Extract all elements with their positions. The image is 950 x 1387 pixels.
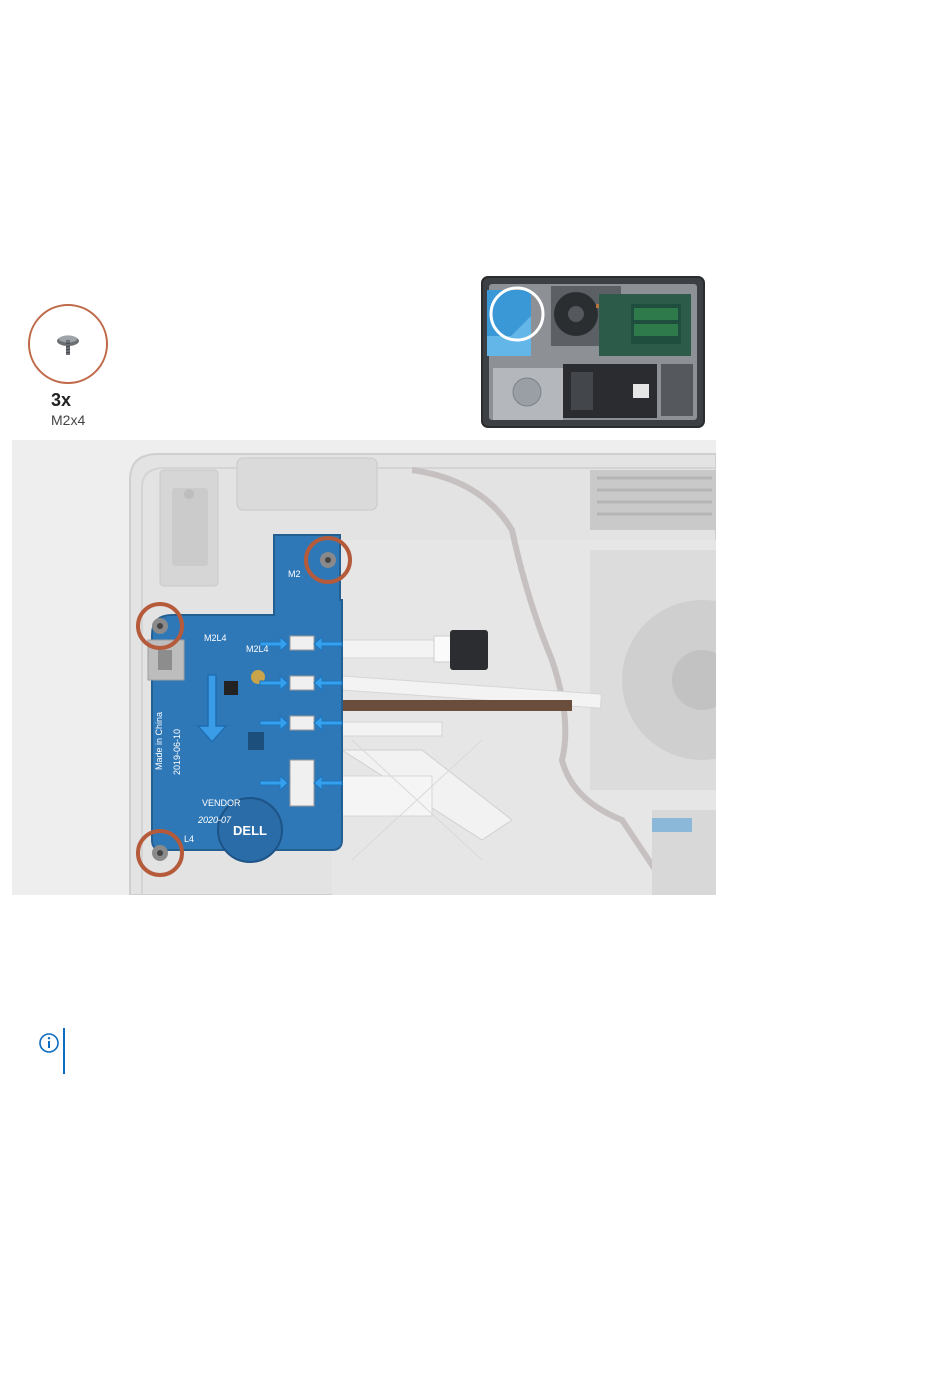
board-label: M2L4 bbox=[246, 644, 269, 654]
board-label: M2L4 bbox=[204, 633, 227, 643]
screw-callout: 3x M2x4 bbox=[26, 302, 146, 437]
screw-type: M2x4 bbox=[51, 412, 85, 428]
screw-icon bbox=[30, 306, 106, 382]
screw-callout-ring bbox=[28, 304, 108, 384]
board-small-text: Made in China bbox=[154, 712, 164, 770]
board-small-text: 2019-06-10 bbox=[172, 729, 182, 775]
note-accent-bar bbox=[63, 1028, 65, 1074]
overview-thumbnail bbox=[481, 276, 705, 428]
info-icon bbox=[38, 1032, 60, 1054]
screw-count: 3x bbox=[51, 390, 71, 411]
board-small-text: VENDOR bbox=[202, 798, 241, 808]
main-illustration: M2 M2L4 M2L4 L4 Made in China 2019-06-10… bbox=[12, 440, 716, 895]
board-small-text: 2020-07 bbox=[197, 815, 232, 825]
board-label: L4 bbox=[184, 834, 194, 844]
board-label: M2 bbox=[288, 569, 301, 579]
dell-logo: DELL bbox=[233, 823, 267, 838]
note bbox=[36, 1028, 536, 1074]
